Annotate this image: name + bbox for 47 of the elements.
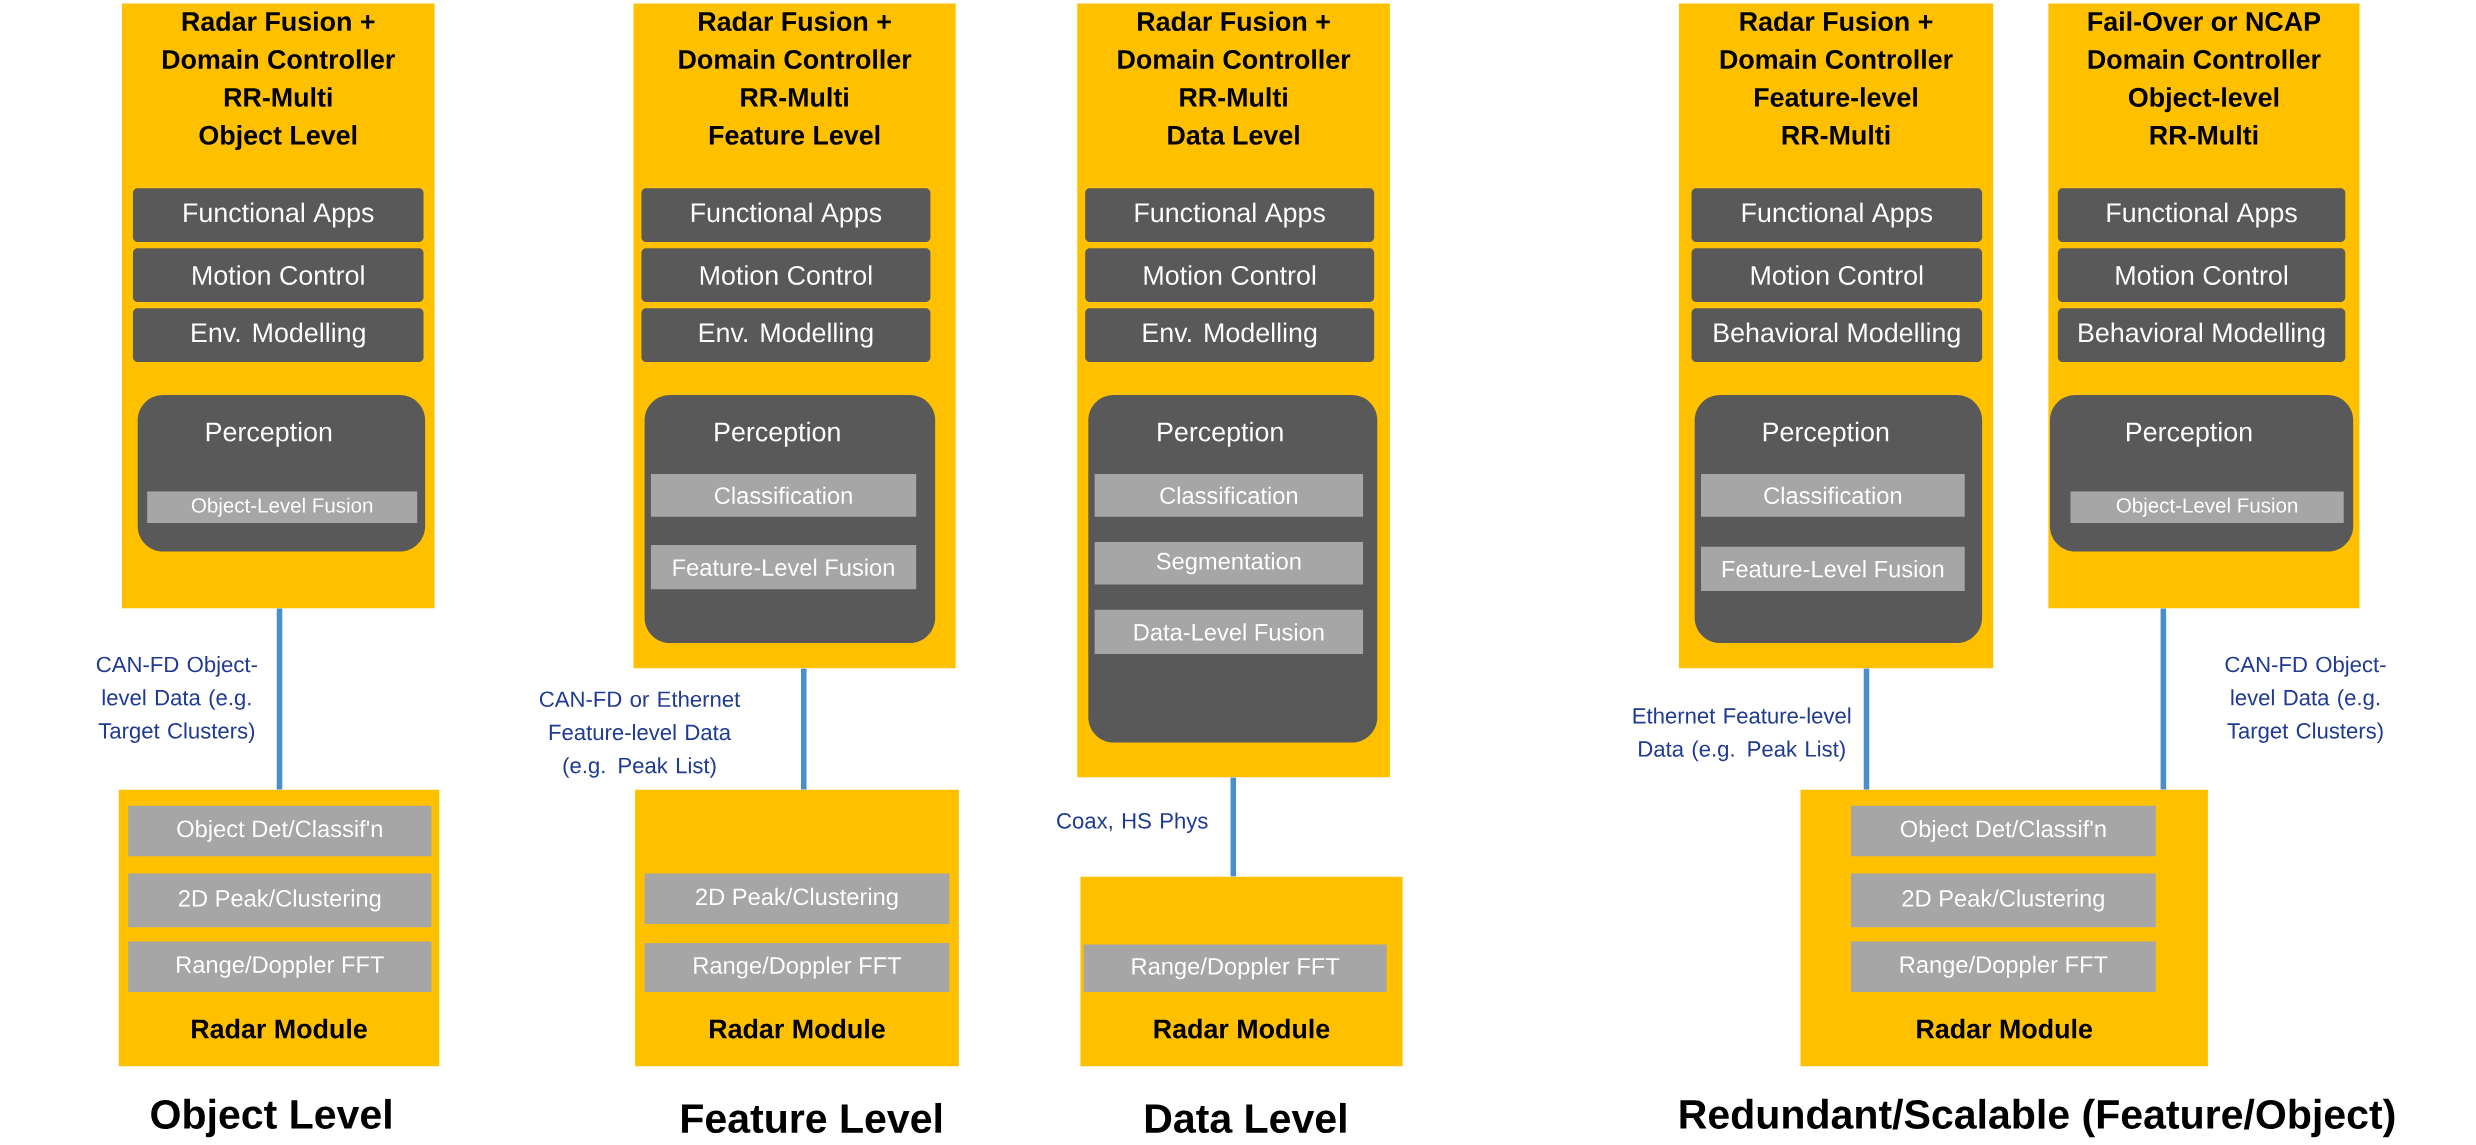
function-box: Functional Apps (1691, 188, 1983, 242)
edge-label: CAN-FD Object-level Data (e.g. Target Clusters) (2225, 656, 2386, 744)
processing-block: 2D Peak/Clustering (128, 873, 432, 928)
function-box: Motion Control (1085, 248, 1375, 302)
processing-block: Classification (1094, 474, 1364, 517)
processing-block: Object-Level Fusion (2070, 491, 2344, 524)
processing-block: Feature-Level Fusion (1701, 546, 1965, 591)
function-box: Env. Modelling (132, 308, 424, 362)
column-title: Object Level (151, 1098, 391, 1138)
column-title: Redundant/Scalable (Feature/Object) (1680, 1098, 2395, 1138)
function-box: Motion Control (2057, 248, 2346, 302)
column-title: Data Level (1145, 1103, 1346, 1134)
processing-block: Data-Level Fusion (1094, 609, 1364, 655)
processing-block: Range/Doppler FFT (1083, 944, 1387, 993)
connector-line (1230, 777, 1237, 877)
edge-label: Coax, HS Phys (1057, 812, 1208, 834)
function-box: Functional Apps (132, 188, 424, 242)
processing-block: Range/Doppler FFT (1851, 941, 2156, 993)
processing-block: Classification (650, 474, 917, 517)
function-box: Behavioral Modelling (1691, 308, 1983, 362)
function-box: Functional Apps (1085, 188, 1375, 242)
processing-block: Range/Doppler FFT (128, 941, 432, 993)
processing-block: 2D Peak/Clustering (1851, 873, 2156, 928)
function-box: Behavioral Modelling (2057, 308, 2346, 362)
edge-label: Ethernet Feature-level Data (e.g. Peak List) (1633, 707, 1851, 762)
function-box: Motion Control (641, 248, 931, 302)
processing-block: Segmentation (1094, 542, 1364, 585)
processing-block: Object-Level Fusion (147, 491, 418, 524)
function-box: Functional Apps (2057, 188, 2346, 242)
connector-line (801, 668, 807, 790)
processing-block: Object Det/Classif'n (1851, 805, 2156, 857)
processing-block: Feature-Level Fusion (650, 545, 917, 590)
function-box: Functional Apps (641, 188, 931, 242)
connector-line (276, 608, 283, 790)
connector-line (1863, 668, 1870, 790)
processing-block: Object Det/Classif'n (128, 805, 432, 857)
edge-label: CAN-FD Object-level Data (e.g. Target Clusters) (96, 656, 257, 744)
function-box: Motion Control (132, 248, 424, 302)
connector-line (2160, 608, 2167, 790)
processing-block: 2D Peak/Clustering (644, 873, 950, 925)
column-title: Feature Level (682, 1103, 942, 1134)
processing-block: Range/Doppler FFT (644, 943, 950, 993)
function-box: Env. Modelling (641, 308, 931, 362)
processing-block: Classification (1701, 474, 1965, 517)
edge-label: CAN-FD or Ethernet Feature-level Data (e.g. Peak List) (539, 690, 741, 778)
function-box: Env. Modelling (1085, 308, 1375, 362)
function-box: Motion Control (1691, 248, 1983, 302)
